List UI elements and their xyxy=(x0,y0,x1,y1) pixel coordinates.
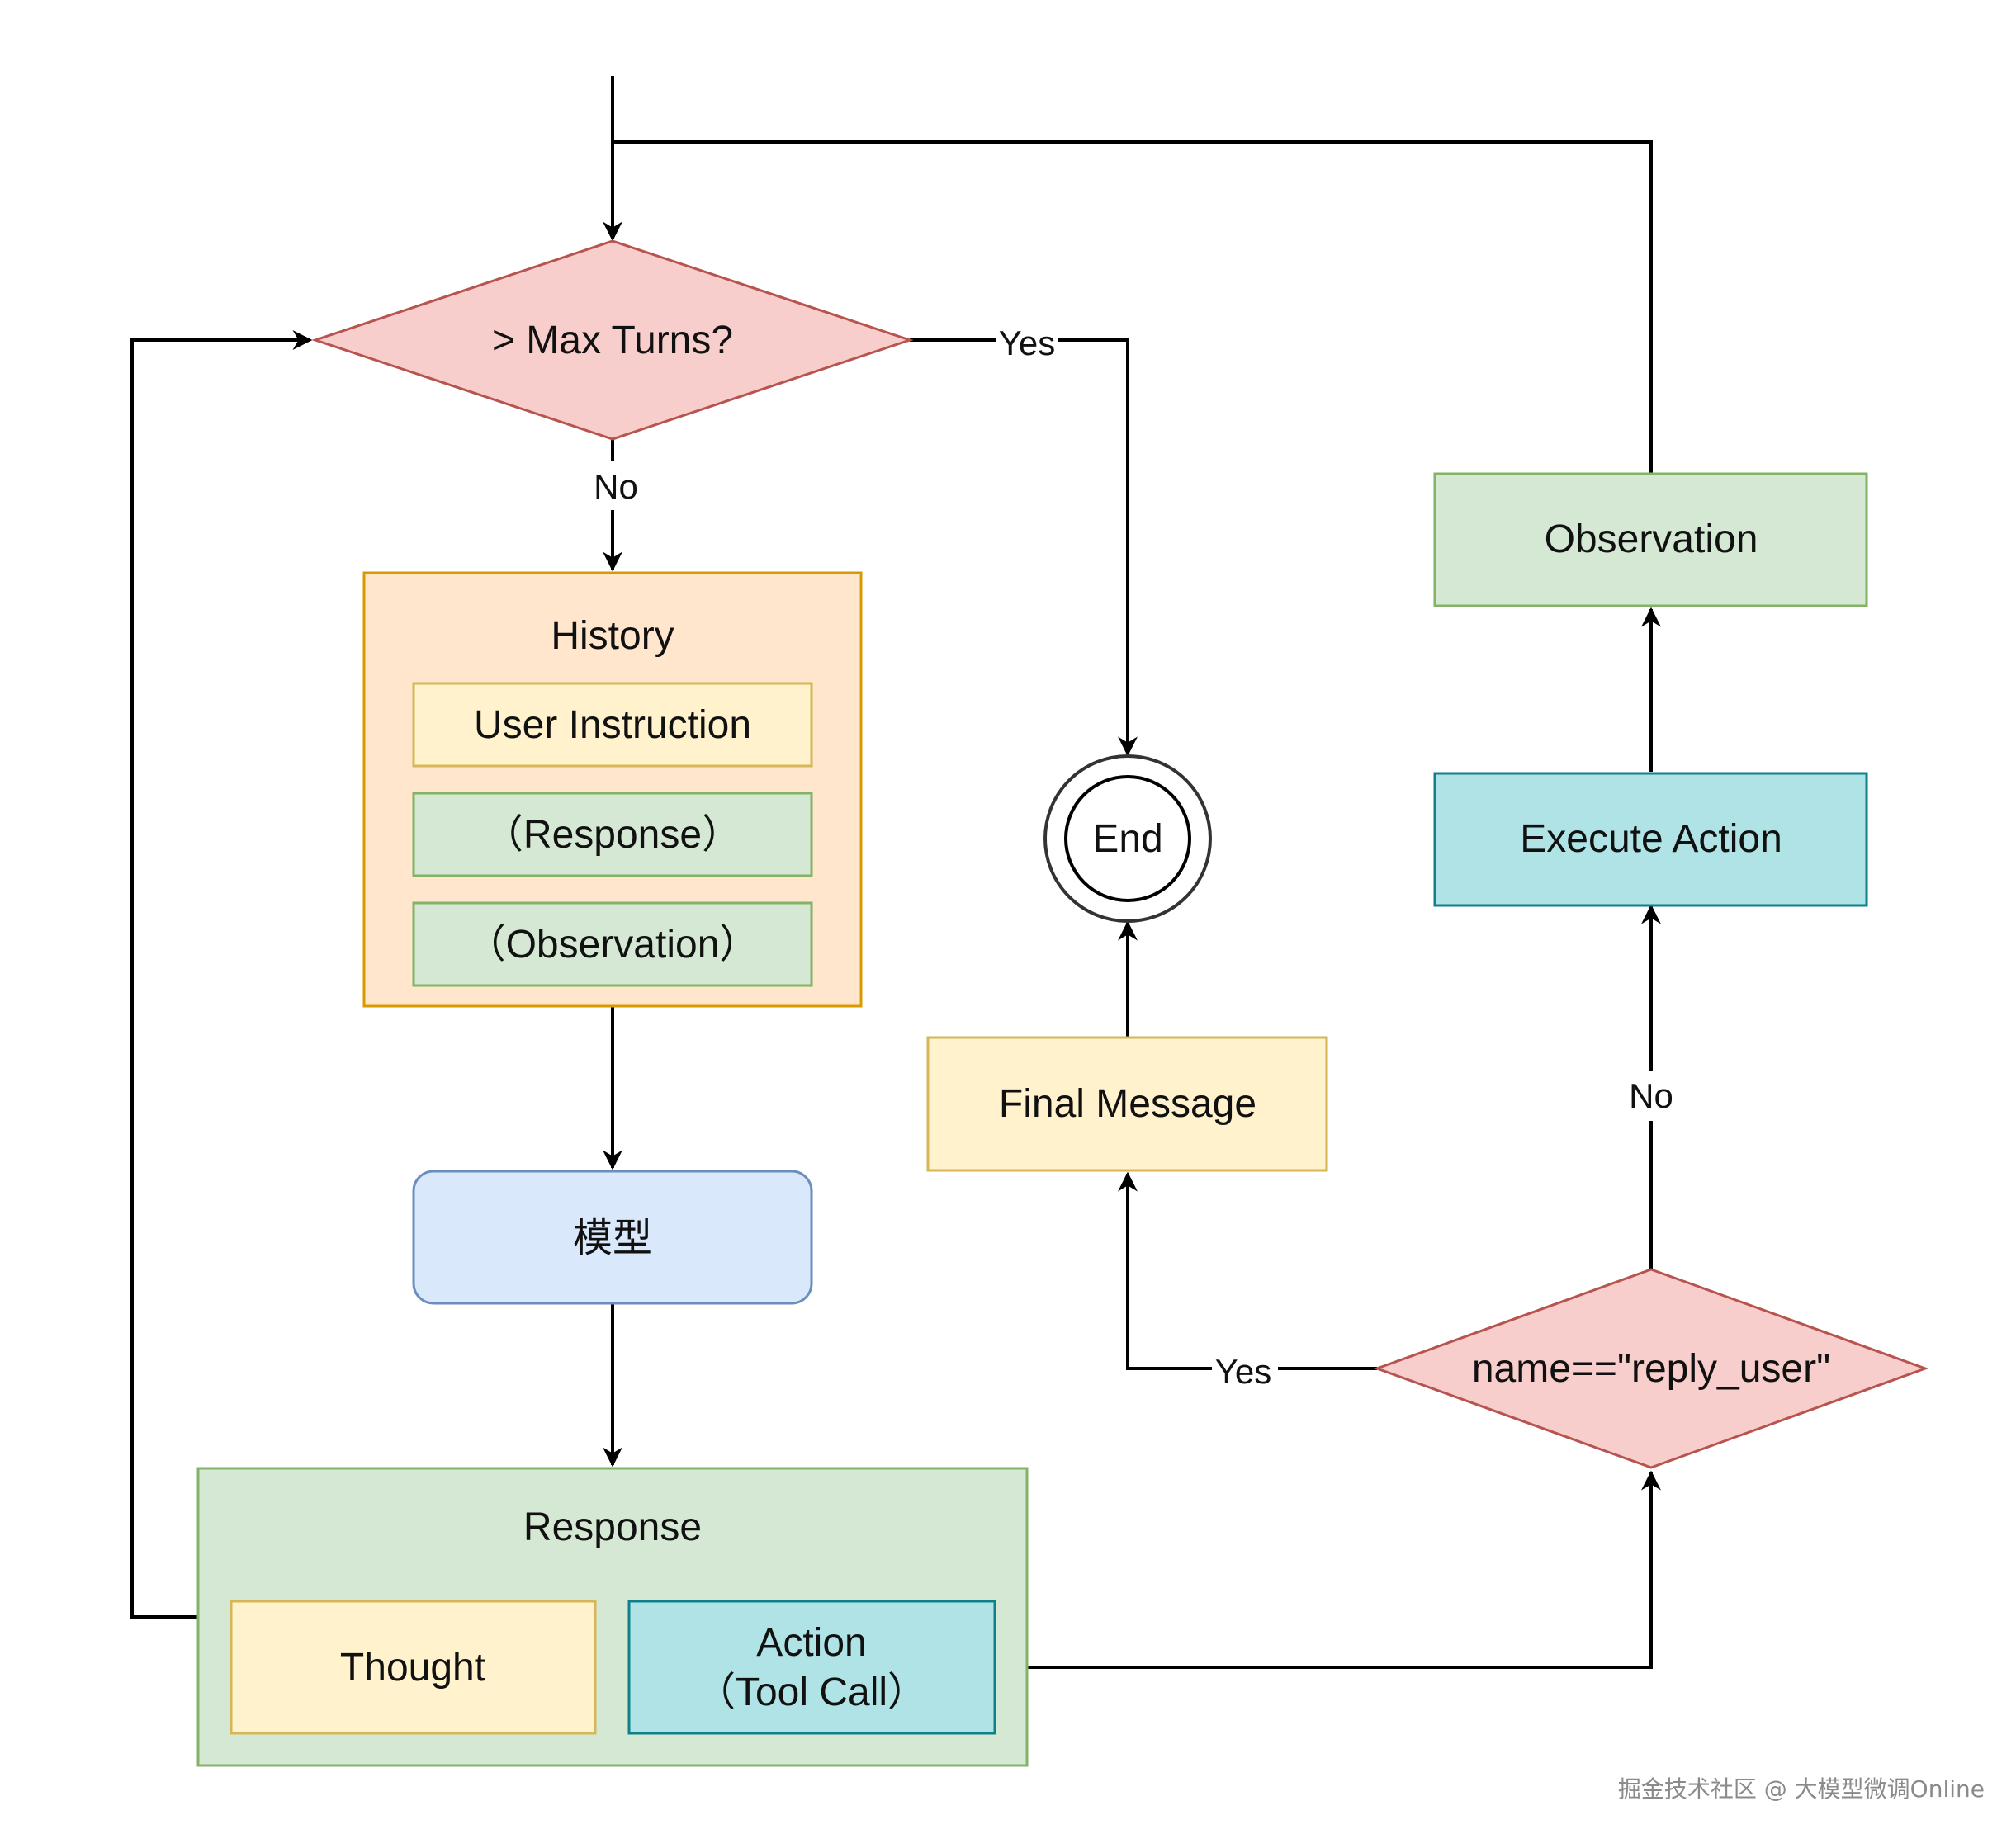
action-label-line2: （Tool Call） xyxy=(696,1671,927,1714)
edge-max-turns-yes xyxy=(910,338,1138,757)
execute-action-node: Execute Action xyxy=(1433,772,1868,907)
history-response-label: （Response） xyxy=(484,813,741,857)
label-max-turns-no: No xyxy=(594,467,638,506)
edge-check-yes xyxy=(1118,1171,1377,1370)
history-container: History User Instruction （Response） （Obs… xyxy=(362,571,863,1008)
end-inner-circle xyxy=(1064,775,1191,902)
history-observation-label: （Observation） xyxy=(466,923,760,967)
reply-user-diamond xyxy=(1373,1268,1929,1469)
model-node: 模型 xyxy=(412,1170,813,1305)
final-message-node: Final Message xyxy=(926,1036,1328,1172)
observation-label: Observation xyxy=(1545,518,1758,561)
history-user-instruction: User Instruction xyxy=(412,682,813,768)
response-title: Response xyxy=(523,1505,702,1549)
max-turns-diamond xyxy=(311,239,914,441)
model-box xyxy=(412,1170,813,1305)
history-observation-item: （Observation） xyxy=(412,901,813,987)
watermark-text: 掘金技术社区 @ 大模型微调Online xyxy=(1618,1775,1985,1803)
end-label: End xyxy=(1092,817,1162,861)
reply-user-decision: name=="reply_user" xyxy=(1373,1268,1929,1469)
action-label-line1: Action xyxy=(756,1621,866,1665)
label-max-turns-yes: Yes xyxy=(999,324,1056,362)
execute-action-box xyxy=(1433,772,1868,907)
history-title: History xyxy=(551,614,674,658)
thought-label: Thought xyxy=(340,1646,485,1690)
max-turns-label: > Max Turns? xyxy=(492,319,733,362)
edge-response-to-max-turns xyxy=(130,330,313,1619)
action-node: Action （Tool Call） xyxy=(627,1600,996,1735)
model-label: 模型 xyxy=(573,1217,652,1260)
label-check-no: No xyxy=(1629,1076,1673,1115)
edge-action-to-check xyxy=(995,1470,1661,1669)
history-response-item: （Response） xyxy=(412,792,813,877)
end-node: End xyxy=(1043,754,1212,923)
edges xyxy=(130,76,1661,1669)
final-message-box xyxy=(926,1036,1328,1172)
reply-user-label: name=="reply_user" xyxy=(1472,1347,1830,1391)
user-instruction-label: User Instruction xyxy=(474,703,751,747)
execute-action-label: Execute Action xyxy=(1520,817,1782,861)
response-container: Response Thought Action （Tool Call） xyxy=(196,1467,1029,1767)
final-message-label: Final Message xyxy=(999,1082,1256,1126)
observation-node: Observation xyxy=(1433,472,1868,607)
observation-box xyxy=(1433,472,1868,607)
edge-labels: No Yes Yes No xyxy=(588,322,1679,1392)
edge-observation-to-loop xyxy=(613,140,1653,474)
label-check-yes: Yes xyxy=(1215,1352,1272,1391)
max-turns-decision: > Max Turns? xyxy=(311,239,914,441)
thought-node: Thought xyxy=(230,1600,597,1735)
